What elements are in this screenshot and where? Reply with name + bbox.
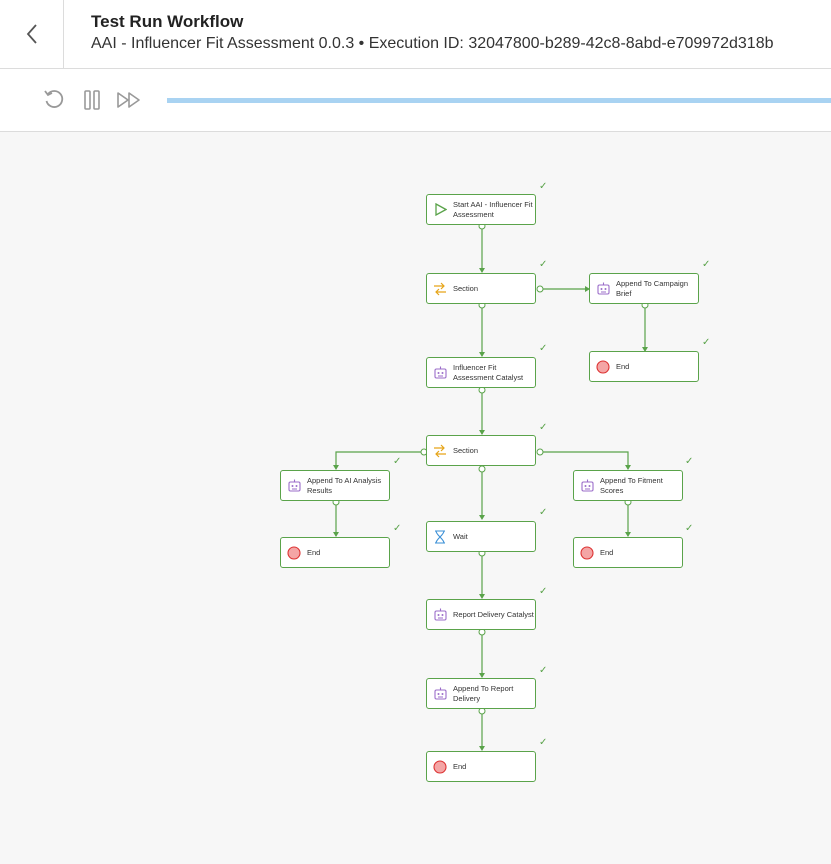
node-section-2[interactable]: Section xyxy=(426,435,536,466)
agent-icon xyxy=(433,366,447,380)
fast-forward-button[interactable] xyxy=(116,87,144,113)
complete-check-icon: ✓ xyxy=(539,665,548,676)
complete-check-icon: ✓ xyxy=(539,422,548,433)
progress-fill xyxy=(167,98,831,103)
node-end-campaign[interactable]: End xyxy=(589,351,699,382)
node-label: Start AAI - Influencer Fit Assessment xyxy=(453,199,533,219)
node-append-fitment-scores[interactable]: Append To Fitment Scores xyxy=(573,470,683,501)
node-label: Report Delivery Catalyst xyxy=(453,609,534,619)
progress-bar xyxy=(167,98,831,103)
complete-check-icon: ✓ xyxy=(539,586,548,597)
restart-icon xyxy=(44,90,64,108)
node-label: Append To AI Analysis Results xyxy=(307,475,382,495)
complete-check-icon: ✓ xyxy=(393,523,402,534)
node-wait[interactable]: Wait xyxy=(426,521,536,552)
header: Test Run Workflow AAI - Influencer Fit A… xyxy=(0,0,831,69)
node-label: Append To Report Delivery xyxy=(453,683,514,703)
node-end-main[interactable]: End xyxy=(426,751,536,782)
node-label: Append To Fitment Scores xyxy=(600,475,663,495)
end-icon xyxy=(596,359,610,374)
back-button[interactable] xyxy=(0,0,64,68)
complete-check-icon: ✓ xyxy=(539,343,548,354)
agent-icon xyxy=(287,479,301,493)
node-influencer-catalyst[interactable]: Influencer Fit Assessment Catalyst xyxy=(426,357,536,388)
node-label: Section xyxy=(453,445,479,455)
workflow-canvas[interactable]: Start AAI - Influencer Fit Assessment ✓ … xyxy=(0,132,831,864)
agent-icon xyxy=(580,479,594,493)
node-label: End xyxy=(600,547,614,557)
fast-forward-icon xyxy=(117,92,140,108)
node-label: End xyxy=(453,761,467,771)
agent-icon xyxy=(596,282,610,296)
chevron-left-icon xyxy=(26,24,37,44)
node-section-1[interactable]: Section xyxy=(426,273,536,304)
node-label: Influencer Fit Assessment Catalyst xyxy=(453,362,524,382)
node-label: End xyxy=(307,547,321,557)
complete-check-icon: ✓ xyxy=(539,259,548,270)
complete-check-icon: ✓ xyxy=(539,181,548,192)
node-label: Wait xyxy=(453,531,468,541)
node-end-fitment[interactable]: End xyxy=(573,537,683,568)
node-report-delivery-catalyst[interactable]: Report Delivery Catalyst xyxy=(426,599,536,630)
pause-icon xyxy=(84,90,100,110)
restart-button[interactable] xyxy=(40,87,68,113)
workflow-connectors xyxy=(332,222,649,751)
page-title: Test Run Workflow xyxy=(91,12,244,31)
complete-check-icon: ✓ xyxy=(539,507,548,518)
node-append-ai-analysis[interactable]: Append To AI Analysis Results xyxy=(280,470,390,501)
node-append-campaign-brief[interactable]: Append To Campaign Brief xyxy=(589,273,699,304)
node-start[interactable]: Start AAI - Influencer Fit Assessment xyxy=(426,194,536,225)
end-icon xyxy=(287,545,301,560)
node-label: Append To Campaign Brief xyxy=(616,278,688,298)
complete-check-icon: ✓ xyxy=(702,259,711,270)
hourglass-icon xyxy=(433,529,447,544)
page-subtitle: AAI - Influencer Fit Assessment 0.0.3 • … xyxy=(91,35,774,52)
agent-icon xyxy=(433,608,447,622)
end-icon xyxy=(580,545,594,560)
section-arrows-icon xyxy=(433,444,447,458)
node-end-ai[interactable]: End xyxy=(280,537,390,568)
complete-check-icon: ✓ xyxy=(539,737,548,748)
node-label: End xyxy=(616,361,630,371)
complete-check-icon: ✓ xyxy=(685,523,694,534)
agent-icon xyxy=(433,687,447,701)
complete-check-icon: ✓ xyxy=(702,337,711,348)
play-icon xyxy=(433,203,447,217)
complete-check-icon: ✓ xyxy=(393,456,402,467)
node-label: Section xyxy=(453,283,479,293)
node-append-report-delivery[interactable]: Append To Report Delivery xyxy=(426,678,536,709)
pause-button[interactable] xyxy=(78,87,106,113)
end-icon xyxy=(433,759,447,774)
complete-check-icon: ✓ xyxy=(685,456,694,467)
run-toolbar xyxy=(0,69,831,132)
section-arrows-icon xyxy=(433,282,447,296)
